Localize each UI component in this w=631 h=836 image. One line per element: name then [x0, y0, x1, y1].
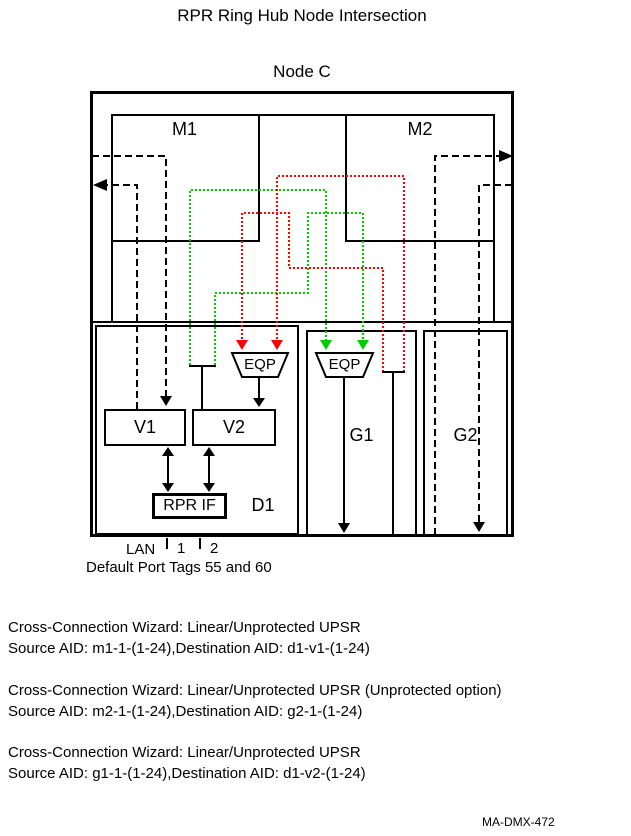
eqp-left-label: EQP [244, 356, 276, 373]
m-shelf-box [111, 114, 495, 322]
cross-connection-block-3: Cross-Connection Wizard: Linear/Unprotec… [8, 742, 366, 784]
lan-port-2-label: 2 [210, 540, 219, 557]
v2-box: V2 [192, 409, 276, 446]
wizard-line: Cross-Connection Wizard: Linear/Unprotec… [8, 619, 361, 636]
cross-connection-block-2: Cross-Connection Wizard: Linear/Unprotec… [8, 680, 502, 722]
g1-label: G1 [349, 425, 374, 445]
cross-connection-block-1: Cross-Connection Wizard: Linear/Unprotec… [8, 617, 370, 659]
m1-bottom-edge [111, 240, 260, 242]
aid-line: Source AID: m1-1-(1-24),Destination AID:… [8, 640, 370, 657]
v1-box: V1 [104, 409, 186, 446]
figure-number: MA-DMX-472 [482, 815, 555, 829]
v2-label: V2 [222, 417, 246, 437]
port-tags-caption: Default Port Tags 55 and 60 [86, 559, 272, 576]
eqp-right-label: EQP [328, 356, 361, 373]
page-title: RPR Ring Hub Node Intersection [177, 6, 427, 25]
rpr-if-label: RPR IF [163, 497, 216, 514]
m2-label: M2 [407, 119, 433, 139]
aid-line: Source AID: g1-1-(1-24),Destination AID:… [8, 765, 366, 782]
d1-label: D1 [251, 495, 275, 515]
node-c-outer-box [90, 91, 514, 537]
lan-label: LAN [126, 541, 156, 558]
v1-label: V1 [133, 417, 157, 437]
m1-right-divider [258, 114, 260, 242]
aid-line: Source AID: m2-1-(1-24),Destination AID:… [8, 703, 363, 720]
rpr-if-box: RPR IF [152, 493, 227, 519]
lan-port-1-label: 1 [177, 540, 186, 557]
wizard-line: Cross-Connection Wizard: Linear/Unprotec… [8, 682, 502, 699]
g2-label: G2 [453, 425, 478, 445]
m2-bottom-edge [345, 240, 495, 242]
mid-divider [90, 321, 514, 323]
m1-label: M1 [171, 119, 197, 139]
node-title: Node C [273, 62, 331, 81]
wizard-line: Cross-Connection Wizard: Linear/Unprotec… [8, 744, 361, 761]
